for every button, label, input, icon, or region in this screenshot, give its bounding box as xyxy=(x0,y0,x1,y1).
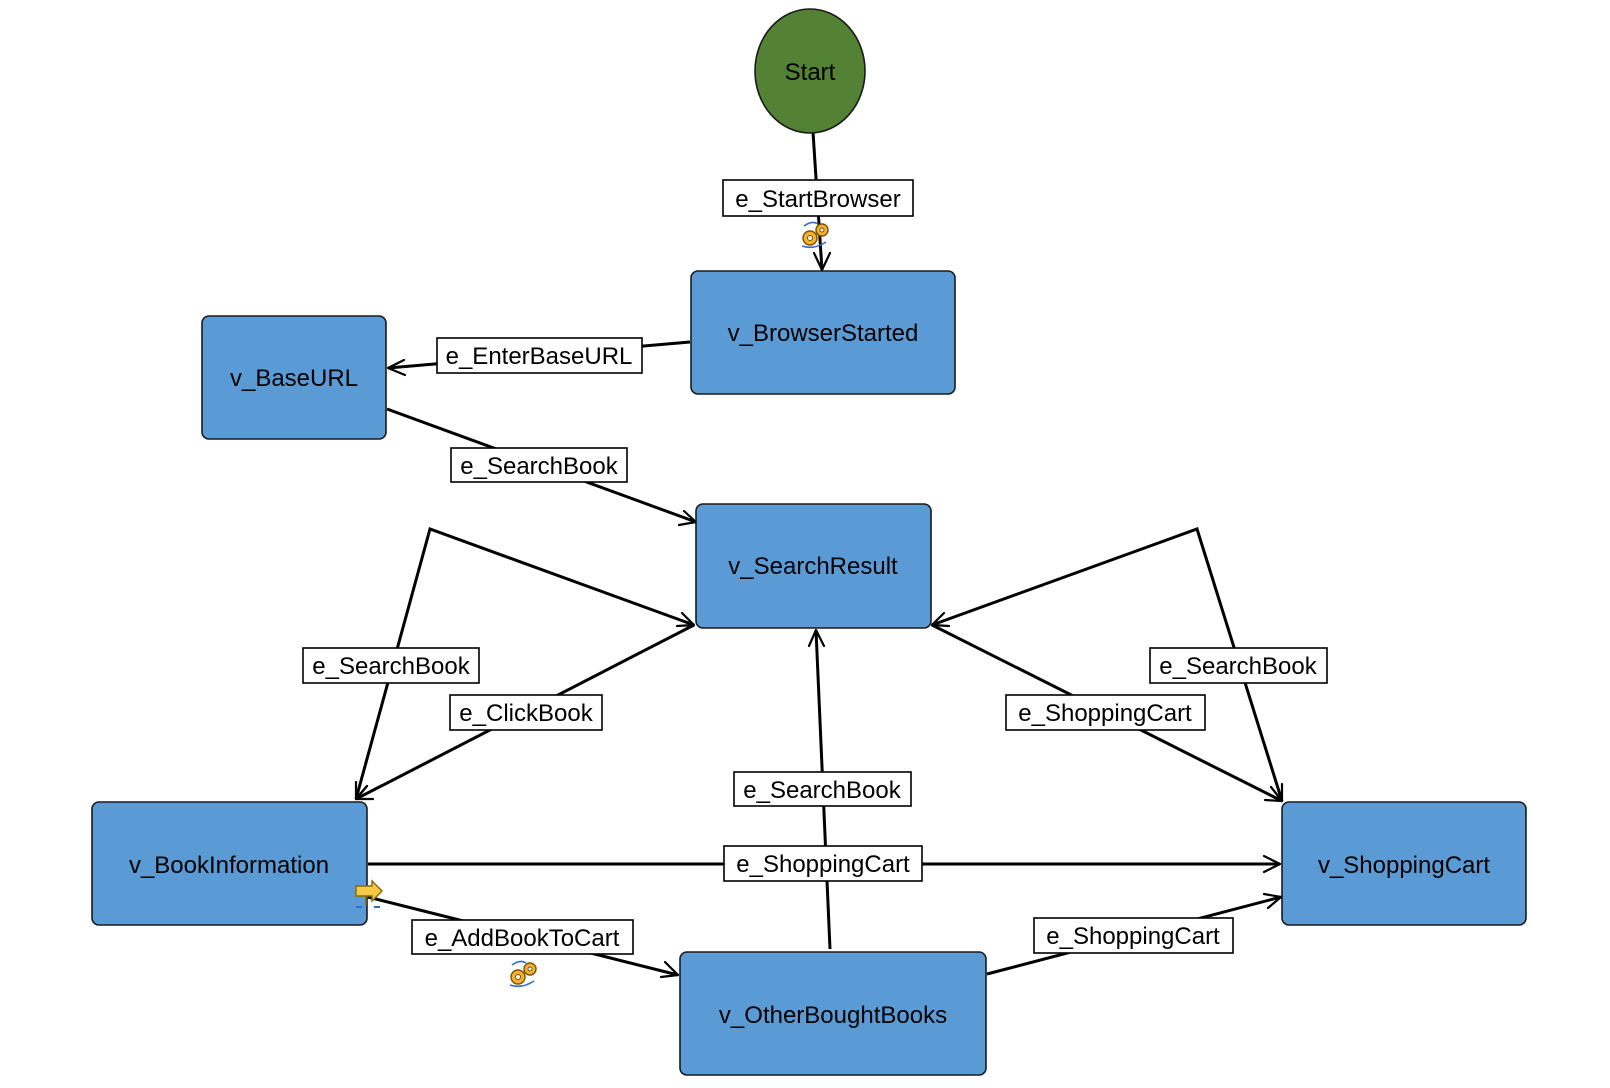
node-browser-started[interactable]: v_BrowserStarted xyxy=(690,270,956,395)
arrowhead-other-bought xyxy=(659,960,680,979)
svg-text:e_ShoppingCart: e_ShoppingCart xyxy=(736,851,910,878)
arrowhead-browser-started xyxy=(812,251,832,272)
node-search-result[interactable]: v_SearchResult xyxy=(695,503,932,629)
label-search-book-from-other[interactable]: e_SearchBook xyxy=(733,771,912,807)
label-add-book-to-cart[interactable]: e_AddBookToCart xyxy=(411,919,634,955)
label-enter-base-url[interactable]: e_EnterBaseURL xyxy=(436,337,643,374)
arrowhead-cart-middle xyxy=(1262,854,1282,874)
arrowhead-bookinfo-click xyxy=(354,784,375,801)
node-start-label: Start xyxy=(785,59,836,86)
gear-action-icon xyxy=(509,960,537,988)
svg-text:e_StartBrowser: e_StartBrowser xyxy=(735,186,900,213)
svg-text:e_SearchBook: e_SearchBook xyxy=(312,653,470,680)
label-shopping-cart-from-other[interactable]: e_ShoppingCart xyxy=(1033,917,1234,954)
arrowhead-search-result-bottom xyxy=(807,628,826,648)
label-search-book-from-cart[interactable]: e_SearchBook xyxy=(1149,647,1328,684)
node-browser-started-label: v_BrowserStarted xyxy=(728,320,919,347)
label-click-book[interactable]: e_ClickBook xyxy=(449,694,603,731)
label-shopping-cart-from-bookinfo[interactable]: e_ShoppingCart xyxy=(723,845,923,882)
node-shopping-cart-label: v_ShoppingCart xyxy=(1318,852,1490,879)
gear-action-icon xyxy=(801,221,829,249)
svg-text:e_AddBookToCart: e_AddBookToCart xyxy=(425,925,620,952)
node-base-url-label: v_BaseURL xyxy=(230,365,358,392)
svg-text:e_SearchBook: e_SearchBook xyxy=(460,453,618,480)
edge-search-book-from-cart[interactable] xyxy=(931,527,1284,802)
svg-text:e_SearchBook: e_SearchBook xyxy=(743,777,901,804)
svg-text:e_SearchBook: e_SearchBook xyxy=(1159,653,1317,680)
node-book-information[interactable]: v_BookInformation xyxy=(91,801,368,926)
label-start-browser[interactable]: e_StartBrowser xyxy=(722,179,914,217)
svg-text:e_ShoppingCart: e_ShoppingCart xyxy=(1046,923,1220,950)
arrowhead-cart-bottom xyxy=(1262,892,1283,910)
edge-labels: e_StartBrowser e_EnterBaseURL e_SearchBo… xyxy=(302,179,1328,955)
node-search-result-label: v_SearchResult xyxy=(728,553,898,580)
svg-text:e_ClickBook: e_ClickBook xyxy=(459,700,593,727)
node-other-bought-books[interactable]: v_OtherBoughtBooks xyxy=(679,951,987,1076)
node-base-url[interactable]: v_BaseURL xyxy=(201,315,387,440)
guard-icon xyxy=(355,879,383,908)
arrowhead-search-result-right xyxy=(930,611,951,628)
edge-search-book-from-bookinfo[interactable] xyxy=(354,527,695,800)
node-book-information-label: v_BookInformation xyxy=(129,852,329,879)
label-shopping-cart-from-search[interactable]: e_ShoppingCart xyxy=(1005,694,1206,731)
label-search-book-from-bookinfo[interactable]: e_SearchBook xyxy=(302,647,480,684)
node-start[interactable]: Start xyxy=(754,8,866,134)
node-shopping-cart[interactable]: v_ShoppingCart xyxy=(1281,801,1527,926)
node-other-bought-books-label: v_OtherBoughtBooks xyxy=(719,1002,947,1029)
svg-text:e_ShoppingCart: e_ShoppingCart xyxy=(1018,700,1192,727)
svg-text:e_EnterBaseURL: e_EnterBaseURL xyxy=(446,343,633,370)
arrowhead-search-result-left xyxy=(675,611,696,628)
label-search-book-from-base[interactable]: e_SearchBook xyxy=(450,447,628,483)
arrowhead-base-url xyxy=(386,358,407,377)
arrowhead-cart-top-2 xyxy=(1269,782,1284,803)
